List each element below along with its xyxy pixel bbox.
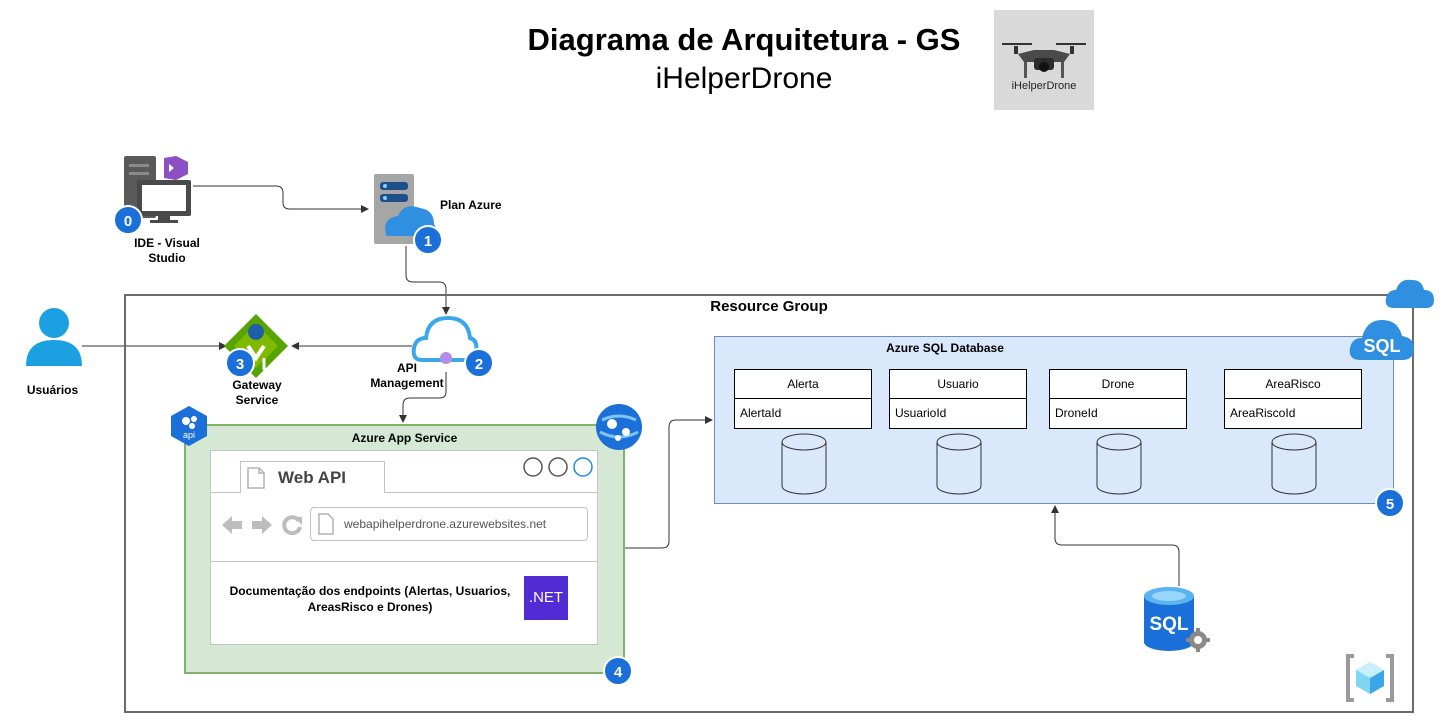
table-arearisco-name: AreaRisco — [1225, 370, 1361, 399]
plan-azure-label: Plan Azure — [440, 198, 502, 212]
api-hexagon-icon: api — [171, 406, 207, 446]
table-usuario-field: UsuarioId — [895, 406, 947, 420]
step-badge-3: 3 — [225, 348, 255, 378]
resource-group-cube-icon — [1346, 654, 1394, 702]
api-management-label-line2: Management — [370, 376, 444, 390]
ide-label-line1: IDE - Visual — [134, 236, 200, 250]
users-node — [24, 306, 84, 373]
table-usuario-name: Usuario — [890, 370, 1026, 399]
app-service-label: Azure App Service — [351, 431, 458, 445]
dotnet-logo: .NET — [524, 576, 568, 620]
address-bar[interactable] — [310, 507, 588, 541]
step-badge-1: 1 — [413, 225, 443, 255]
window-control-3 — [573, 457, 593, 477]
back-arrow-icon[interactable] — [220, 513, 244, 542]
browser-tab-title: Web API — [278, 468, 347, 487]
api-icon-text: api — [183, 430, 195, 440]
endpoint-docs-line1: Documentação dos endpoints (Alertas, Usu… — [229, 584, 511, 598]
table-alerta-name: Alerta — [735, 370, 871, 399]
sql-database-label: Azure SQL Database — [886, 341, 1004, 355]
connector-api-management-to-app-service — [399, 372, 447, 423]
api-management-label: API Management — [362, 361, 452, 391]
ide-label-line2: Studio — [148, 251, 186, 265]
table-alerta: Alerta AlertaId — [734, 369, 872, 429]
step-badge-2: 2 — [464, 348, 494, 378]
ide-label: IDE - Visual Studio — [112, 236, 222, 266]
step-badge-0: 0 — [113, 205, 143, 235]
visual-studio-computer-icon — [124, 156, 191, 223]
table-drone-field: DroneId — [1055, 406, 1098, 420]
address-bar-url: webapihelperdrone.azurewebsites.net — [344, 517, 547, 531]
step-badge-4: 4 — [603, 656, 633, 686]
logo-caption: iHelperDrone — [1011, 80, 1077, 92]
database-cylinder-drone-icon — [1095, 432, 1143, 501]
diagram-title: Diagrama de Arquitetura - GS — [527, 22, 961, 57]
connector-plan-to-api-management — [405, 246, 450, 315]
api-app-icon: api — [168, 404, 210, 453]
window-controls — [522, 456, 594, 483]
table-drone-name: Drone — [1050, 370, 1186, 399]
web-app-globe-icon — [596, 404, 642, 450]
page-icon — [247, 467, 265, 494]
browser-content-divider — [211, 561, 597, 562]
connector-sql-server-to-sql-database — [1051, 505, 1180, 586]
gateway-label-line1: Gateway — [232, 378, 282, 392]
gateway-label-line2: Service — [235, 393, 279, 407]
table-drone: Drone DroneId — [1049, 369, 1187, 429]
database-cylinder-arearisco-icon — [1270, 432, 1318, 501]
sql-server-icon: SQL — [1144, 587, 1210, 652]
table-arearisco: AreaRisco AreaRiscoId — [1224, 369, 1362, 429]
api-management-label-line1: API — [396, 361, 417, 375]
connector-app-service-to-sql-database — [625, 416, 713, 549]
resource-group-icon — [1344, 652, 1396, 709]
sql-cloud-text: SQL — [1363, 336, 1400, 356]
sql-cloud-icon: SQL — [1348, 316, 1416, 367]
table-usuario: Usuario UsuarioId — [889, 369, 1027, 429]
resource-group-label: Resource Group — [710, 298, 828, 315]
database-cylinder-usuario-icon — [935, 432, 983, 501]
forward-arrow-icon[interactable] — [250, 513, 274, 542]
table-arearisco-field: AreaRiscoId — [1230, 406, 1296, 420]
step-badge-5: 5 — [1375, 488, 1405, 518]
azure-cloud-icon — [1385, 279, 1434, 308]
ide-node — [124, 154, 194, 229]
resource-group-cloud — [1384, 276, 1436, 317]
web-app-icon — [594, 402, 644, 457]
sql-server-text: SQL — [1149, 614, 1188, 635]
drone-icon — [1002, 43, 1086, 78]
user-icon — [26, 308, 82, 366]
table-alerta-field: AlertaId — [740, 406, 782, 420]
diagram-subtitle: iHelperDrone — [655, 62, 833, 95]
connector-ide-to-plan — [193, 185, 369, 213]
drone-logo — [994, 10, 1094, 110]
url-page-icon — [318, 513, 334, 540]
refresh-icon[interactable] — [280, 513, 304, 542]
endpoint-docs-text: Documentação dos endpoints (Alertas, Usu… — [222, 583, 518, 615]
sql-server-node: SQL — [1142, 586, 1214, 661]
users-label: Usuários — [26, 383, 79, 397]
resource-group-container — [124, 294, 1414, 713]
window-control-2 — [548, 457, 568, 477]
window-control-1 — [523, 457, 543, 477]
gateway-label: Gateway Service — [207, 378, 307, 408]
database-cylinder-alerta-icon — [780, 432, 828, 501]
endpoint-docs-line2: AreasRisco e Drones) — [307, 600, 433, 614]
browser-tab-divider — [211, 492, 597, 493]
